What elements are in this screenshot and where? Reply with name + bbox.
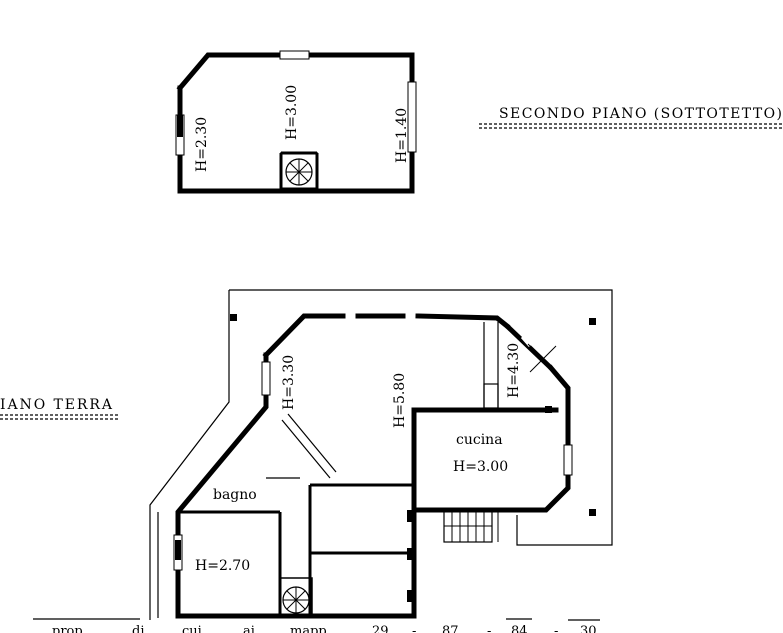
- cucina-height: H=3.00: [453, 459, 508, 475]
- ground-floor-inner-walls: [178, 483, 414, 616]
- bottom-left-room-height: H=2.70: [195, 558, 250, 574]
- ground-floor-height-right: H=4.30: [506, 343, 522, 398]
- ground-floor-height-left: H=3.30: [281, 355, 297, 410]
- room-label-cucina: cucina: [456, 432, 503, 448]
- footer-word-prop: prop.: [52, 624, 87, 633]
- kitchen-entry-steps: [443, 509, 499, 543]
- footer-dash-1: -: [412, 624, 416, 633]
- pillar-top-left: [230, 314, 237, 321]
- room-label-bagno: bagno: [213, 487, 257, 503]
- second-floor-height-right: H=1.40: [394, 108, 410, 163]
- footer-dash-2: -: [487, 624, 491, 633]
- second-floor-spiral-stair: [279, 151, 319, 191]
- footer-number-29: 29: [372, 624, 389, 633]
- second-floor-outer-wall: [176, 52, 415, 194]
- ground-floor-title: IANO TERRA: [0, 397, 113, 413]
- footer-word-mapp: mapp.: [290, 624, 331, 633]
- ground-floor-left-window: [261, 361, 271, 396]
- second-floor-height-left: H=2.30: [194, 117, 210, 172]
- ground-floor-spiral-stair: [279, 577, 313, 617]
- pillar-bottom-right: [589, 509, 596, 516]
- second-floor-right-window: [407, 81, 417, 153]
- footer-dash-3: -: [554, 624, 558, 633]
- second-floor-title: SECONDO PIANO (SOTTOTETTO): [499, 106, 782, 122]
- second-floor-left-pillar: [177, 115, 183, 137]
- footer-words: prop. di cui ai mapp. 29 - 87 - 84 - 30: [52, 624, 597, 633]
- second-floor-top-window: [279, 50, 310, 60]
- ground-floor-right-window: [563, 444, 573, 476]
- ground-floor-height-mid: H=5.80: [392, 373, 408, 428]
- footer-number-30: 30: [580, 624, 597, 633]
- footer-word-cui: cui: [182, 624, 202, 633]
- footer-number-84: 84: [511, 624, 528, 633]
- ground-floor-plan: [173, 313, 596, 619]
- footer-word-di: di: [132, 624, 144, 633]
- footer-number-87: 87: [442, 624, 459, 633]
- pillar-top-right: [589, 318, 596, 325]
- second-floor-plan: [175, 50, 417, 194]
- footer-word-ai: ai: [243, 624, 255, 633]
- lot-boundary: [149, 289, 613, 620]
- second-floor-height-mid: H=3.00: [284, 85, 300, 140]
